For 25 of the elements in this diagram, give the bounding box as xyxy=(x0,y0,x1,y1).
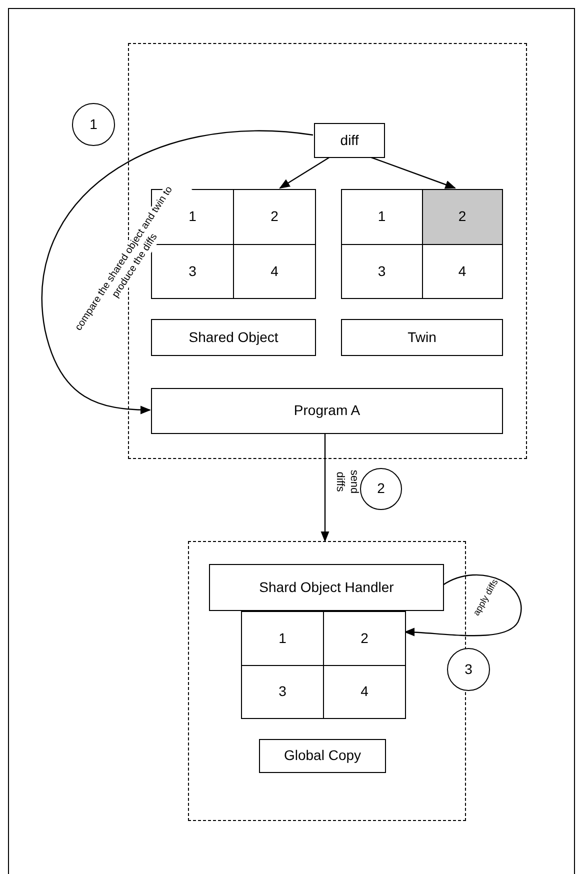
arrow xyxy=(320,433,330,542)
arrow xyxy=(42,130,314,414)
table-cell: 3 xyxy=(342,244,422,298)
table-cell: 4 xyxy=(234,244,315,298)
table-cell: 2 xyxy=(422,190,502,244)
label-box: Shared Object xyxy=(151,319,316,356)
table-cell: 3 xyxy=(152,244,233,298)
grid-table xyxy=(241,611,406,719)
label-box: Program A xyxy=(151,388,503,434)
label-box: Twin xyxy=(341,319,503,356)
label-box: diff xyxy=(314,123,385,158)
table-cell: 2 xyxy=(324,612,405,664)
arrow xyxy=(370,156,456,189)
arrow xyxy=(279,156,330,189)
table-cell: 1 xyxy=(342,190,422,244)
label-box: Shard Object Handler xyxy=(209,564,444,611)
table-cell: 4 xyxy=(422,244,502,298)
label-box: Global Copy xyxy=(259,739,386,773)
grid-table xyxy=(341,189,503,299)
dashed-region xyxy=(188,541,466,821)
table-cell: 4 xyxy=(324,666,405,718)
table-cell: 2 xyxy=(234,190,315,244)
edge-label: send diffs xyxy=(333,468,360,496)
table-cell: 1 xyxy=(242,612,323,664)
table-cell: 3 xyxy=(242,666,323,718)
